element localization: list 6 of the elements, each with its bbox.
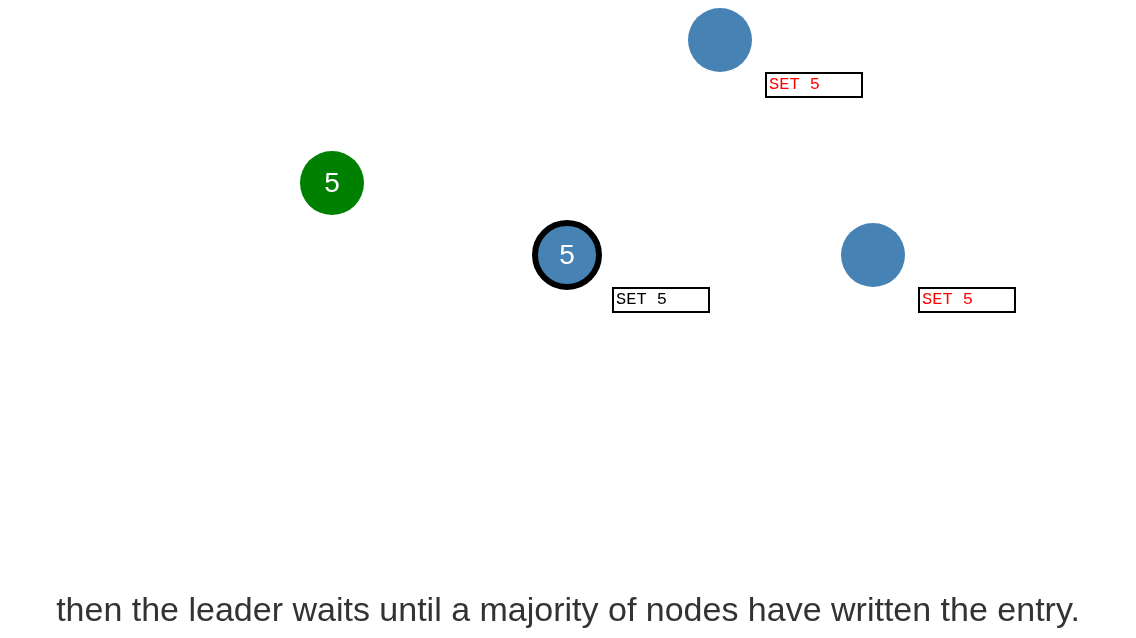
log-entry: SET 5 xyxy=(612,287,710,313)
caption: then the leader waits until a majority of nodes have written the entry. xyxy=(55,590,1081,629)
log-entry: SET 5 xyxy=(918,287,1016,313)
node-value: 5 xyxy=(324,167,340,199)
node-value: 5 xyxy=(559,239,575,271)
log-entry: SET 5 xyxy=(765,72,863,98)
